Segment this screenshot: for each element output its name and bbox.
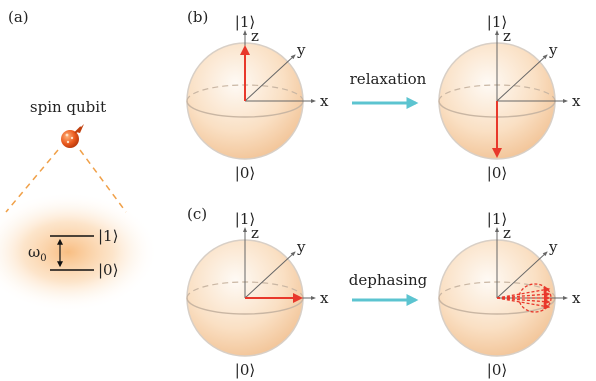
bloch-sphere-c-final: z x y |1⟩ |0⟩: [438, 210, 581, 379]
dephased-vector: [496, 291, 551, 299]
dephased-vector: [496, 297, 551, 310]
bloch-sphere-b-initial: z x y |1⟩ |0⟩: [186, 13, 329, 182]
y-axis: [496, 251, 548, 299]
relaxation-label: relaxation: [350, 70, 427, 88]
axis-x-label: x: [320, 92, 329, 110]
energy-glow: [0, 192, 158, 312]
axis-x-label: x: [572, 92, 581, 110]
state-zero-label: |0⟩: [235, 164, 255, 182]
omega-subscript: 0: [40, 253, 46, 264]
panel-a-label: (a): [8, 8, 29, 26]
equator-front: [186, 100, 304, 118]
axis-z-label: z: [503, 27, 511, 45]
dephased-vector: [496, 286, 551, 299]
state-one-label: |1⟩: [487, 13, 507, 31]
axis-y-label: y: [548, 41, 558, 59]
spin-ball-icon: [61, 124, 84, 148]
panel-c-label: (c): [187, 205, 207, 223]
spin-qubit-title: spin qubit: [30, 98, 106, 116]
y-axis: [244, 54, 296, 102]
axis-y-label: y: [296, 41, 306, 59]
bloch-sphere-b-final: z x y |1⟩ |0⟩: [438, 13, 581, 182]
axis-z-label: z: [251, 224, 259, 242]
equator-front: [186, 297, 304, 315]
dephased-vector: [496, 297, 551, 305]
panel-a: (a) spin qubit ω0 |1⟩ |0⟩: [0, 8, 158, 312]
state-zero-label: |0⟩: [487, 164, 507, 182]
state-one-label: |1⟩: [235, 13, 255, 31]
axis-z-label: z: [251, 27, 259, 45]
lower-level-label: |0⟩: [98, 261, 118, 279]
state-zero-label: |0⟩: [487, 361, 507, 379]
dephasing-spread-ellipse: [518, 283, 552, 313]
axis-x-label: x: [572, 289, 581, 307]
dephasing-label: dephasing: [349, 271, 428, 289]
dashed-line-right: [79, 149, 127, 213]
panel-b-label: (b): [187, 8, 208, 26]
axis-z-label: z: [503, 224, 511, 242]
dashed-line-left: [5, 149, 59, 213]
state-zero-label: |0⟩: [235, 361, 255, 379]
y-axis: [244, 251, 296, 299]
axis-y-label: y: [296, 238, 306, 256]
bloch-sphere-c-initial: z x y |1⟩ |0⟩: [186, 210, 329, 379]
state-one-label: |1⟩: [487, 210, 507, 228]
y-axis: [496, 54, 548, 102]
axis-y-label: y: [548, 238, 558, 256]
axis-x-label: x: [320, 289, 329, 307]
upper-level-label: |1⟩: [98, 227, 118, 245]
omega-label: ω0: [28, 243, 47, 264]
state-one-label: |1⟩: [235, 210, 255, 228]
bloch-spheres: z x y |1⟩ |0⟩ z x y |1⟩ |0⟩ z x y |1⟩ |0⟩ z x y |1⟩ |0⟩: [186, 13, 581, 379]
